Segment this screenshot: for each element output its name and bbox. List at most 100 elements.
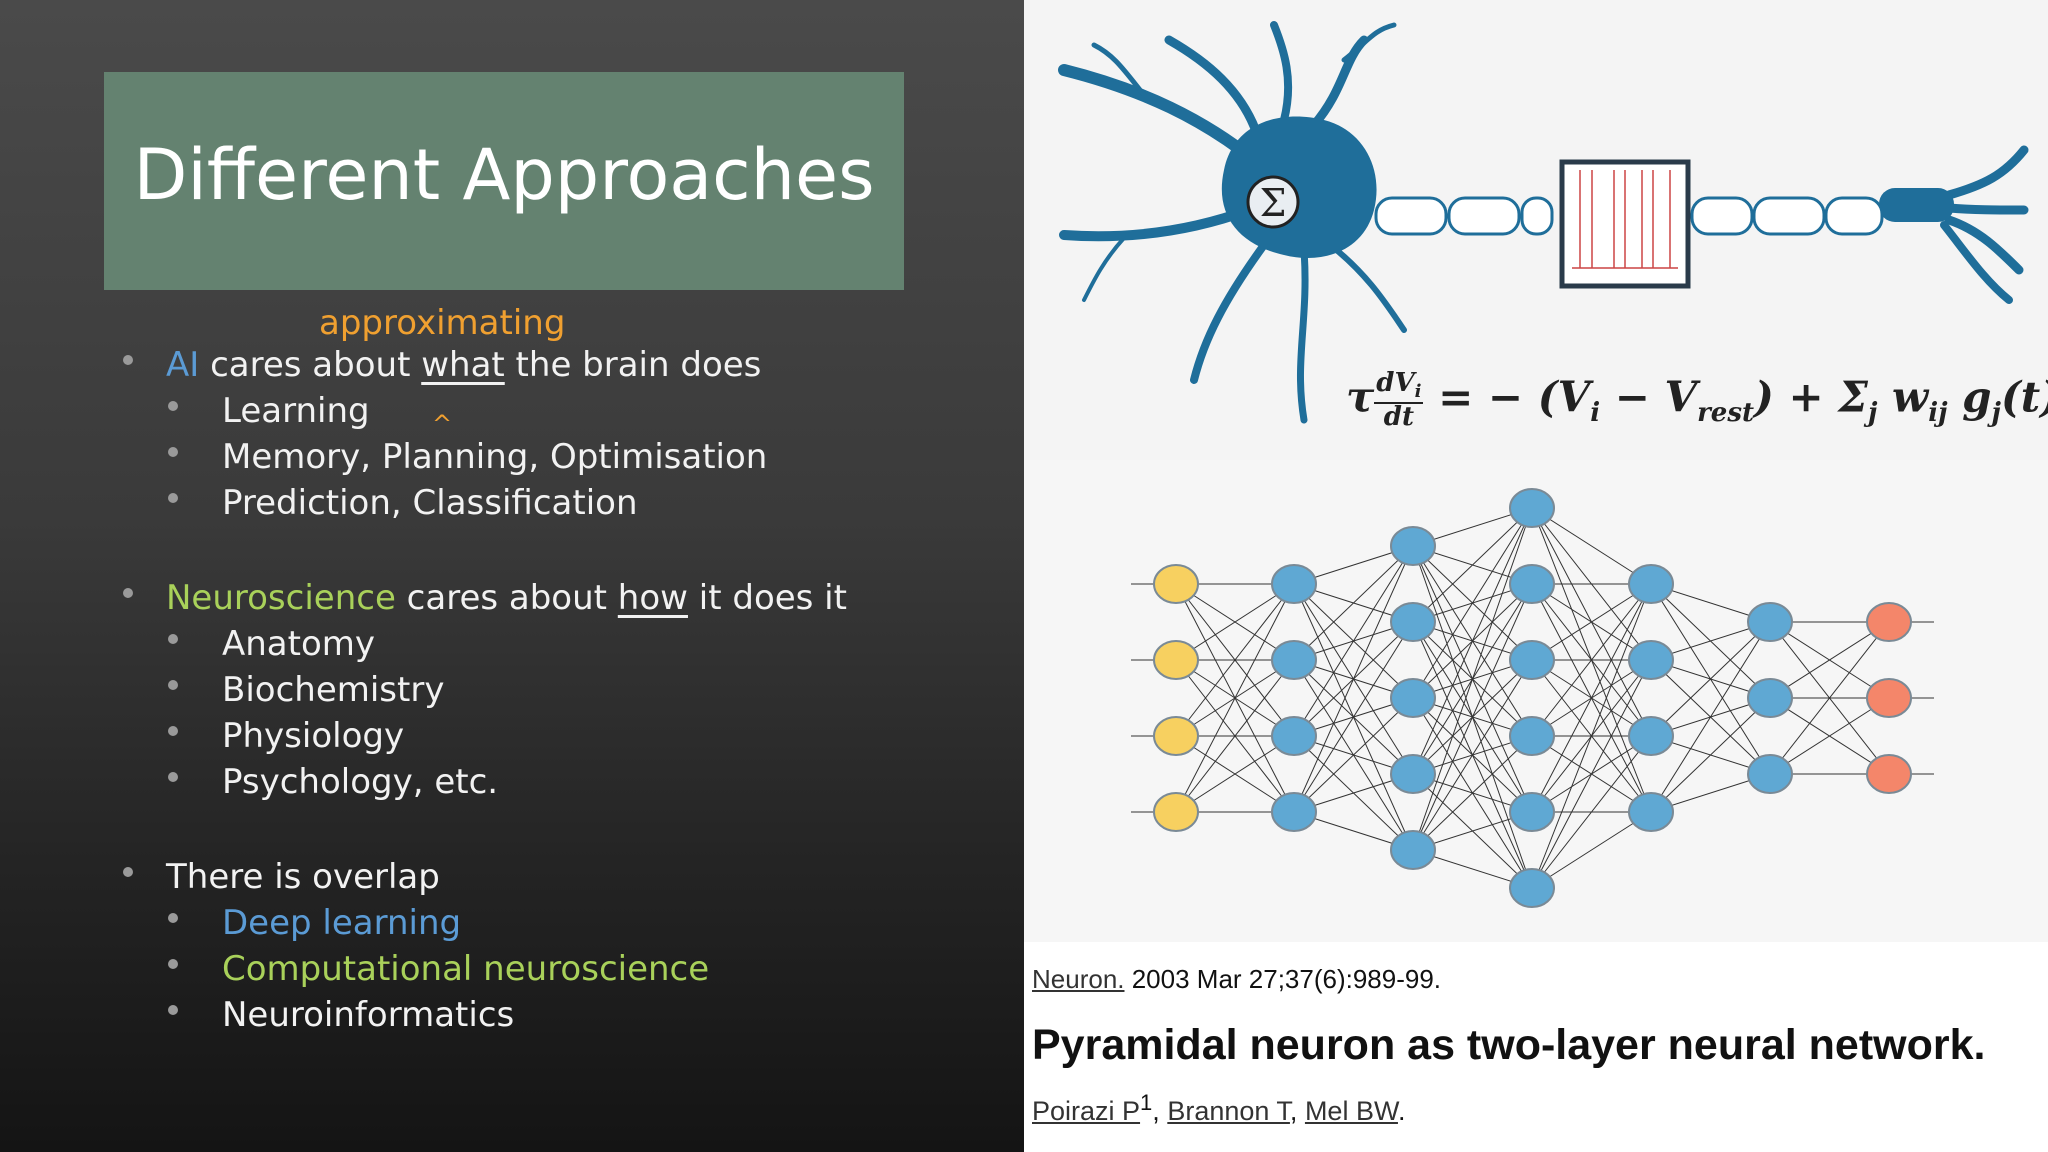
bullet-dot	[168, 726, 178, 736]
network-edge	[1650, 621, 1771, 737]
hidden-node	[1271, 716, 1317, 756]
spike-train	[1572, 170, 1678, 269]
network-edge	[1412, 583, 1533, 851]
network-edge	[1412, 507, 1533, 623]
heading-text: cares about	[199, 345, 422, 385]
list-item-computational-neuroscience: Computational neuroscience	[222, 949, 710, 989]
hidden-node	[1509, 716, 1555, 756]
formula-part: j	[1991, 398, 2001, 429]
hidden-node	[1509, 488, 1555, 528]
what-emphasis: what	[421, 345, 505, 385]
hidden-node	[1628, 640, 1674, 680]
dendrite	[1341, 22, 1397, 63]
neural-network-graph	[1131, 488, 1934, 908]
network-edge	[1412, 507, 1533, 699]
dendrite	[1164, 35, 1264, 145]
sigma-symbol: Σ	[1260, 181, 1287, 225]
bullet-dot	[168, 680, 178, 690]
network-edge	[1293, 545, 1414, 813]
cell-body	[1221, 116, 1377, 258]
separator: .	[1397, 1096, 1406, 1126]
network-edge	[1293, 545, 1414, 661]
network-edge	[1531, 583, 1652, 889]
dendrite	[1190, 241, 1268, 384]
journal-link[interactable]: Neuron.	[1032, 964, 1125, 994]
heading-text: it does it	[687, 578, 847, 618]
author-link[interactable]: Brannon T	[1167, 1096, 1290, 1126]
network-edge	[1531, 735, 1652, 889]
network-edge	[1531, 659, 1652, 889]
dendrite	[1321, 237, 1407, 333]
output-node	[1866, 754, 1912, 794]
network-edge	[1293, 545, 1414, 737]
hidden-node	[1390, 602, 1436, 642]
hidden-node	[1747, 602, 1793, 642]
network-edge	[1531, 583, 1652, 737]
formula-part: w	[1877, 372, 1929, 422]
citation-line[interactable]: Neuron. 2003 Mar 27;37(6):989-99.	[1032, 966, 1441, 992]
input-node	[1153, 716, 1199, 756]
input-node	[1153, 564, 1199, 604]
dendrite	[1059, 205, 1254, 242]
list-item-deep-learning: Deep learning	[222, 903, 462, 943]
hidden-node	[1271, 564, 1317, 604]
bullet-dot	[168, 634, 178, 644]
hidden-node	[1509, 564, 1555, 604]
citation-text: 2003 Mar 27;37(6):989-99.	[1124, 964, 1442, 994]
network-edge	[1650, 697, 1771, 813]
heading-text: the brain does	[504, 345, 762, 385]
network-edge	[1293, 621, 1414, 813]
hidden-node	[1509, 792, 1555, 832]
dendrite	[1082, 236, 1126, 302]
input-node	[1153, 792, 1199, 832]
network-edge	[1175, 583, 1295, 737]
formula-part: V	[1557, 372, 1591, 422]
hidden-node	[1747, 678, 1793, 718]
formula-part: ij	[1928, 398, 1948, 429]
sigma-circle	[1246, 175, 1300, 229]
bullet-dot	[168, 772, 178, 782]
reference-citation: Neuron. 2003 Mar 27;37(6):989-99. Pyrami…	[1024, 942, 2048, 1152]
annotation-approximating: approximating	[319, 303, 566, 343]
paper-title: Pyramidal neuron as two-layer neural net…	[1032, 1021, 1986, 1069]
author-link[interactable]: Mel BW	[1304, 1096, 1398, 1126]
formula-part: −	[1600, 372, 1665, 422]
network-edge	[1531, 811, 1652, 889]
output-node	[1866, 678, 1912, 718]
hidden-node	[1628, 564, 1674, 604]
list-item: Prediction, Classification	[222, 483, 638, 523]
section1-heading: AI cares about what the brain does	[166, 348, 761, 382]
network-edge	[1412, 507, 1533, 775]
network-edge	[1175, 659, 1295, 813]
network-edge	[1412, 735, 1533, 851]
list-item: Memory, Planning, Optimisation	[222, 437, 768, 477]
bullet-dot	[168, 493, 178, 503]
dendrite	[1297, 246, 1309, 424]
network-edge	[1531, 583, 1652, 661]
myelin-segment	[1447, 196, 1521, 236]
list-item: Biochemistry	[222, 670, 445, 710]
neuron-drawing: Σ	[1058, 21, 2029, 424]
list-item: Learning	[222, 391, 370, 431]
formula-part: dt	[1383, 402, 1414, 433]
myelin-segment	[1824, 196, 1884, 236]
myelin-segment	[1520, 196, 1554, 236]
formula-part: (t)	[2000, 372, 2048, 422]
output-node	[1866, 602, 1912, 642]
list-item: Psychology, etc.	[222, 762, 499, 802]
formula-part: rest	[1697, 398, 1754, 429]
network-edge	[1412, 659, 1533, 851]
hidden-node	[1271, 792, 1317, 832]
formula-part: dV	[1376, 368, 1415, 398]
hidden-node	[1628, 716, 1674, 756]
annotation-caret: ^	[432, 410, 453, 438]
section2-heading: Neuroscience cares about how it does it	[166, 581, 847, 615]
hidden-node	[1509, 640, 1555, 680]
myelin-segment	[1690, 196, 1754, 236]
list-item: Physiology	[222, 716, 405, 756]
author-link[interactable]: Poirazi P	[1032, 1096, 1141, 1126]
formula-part: V	[1664, 372, 1698, 422]
